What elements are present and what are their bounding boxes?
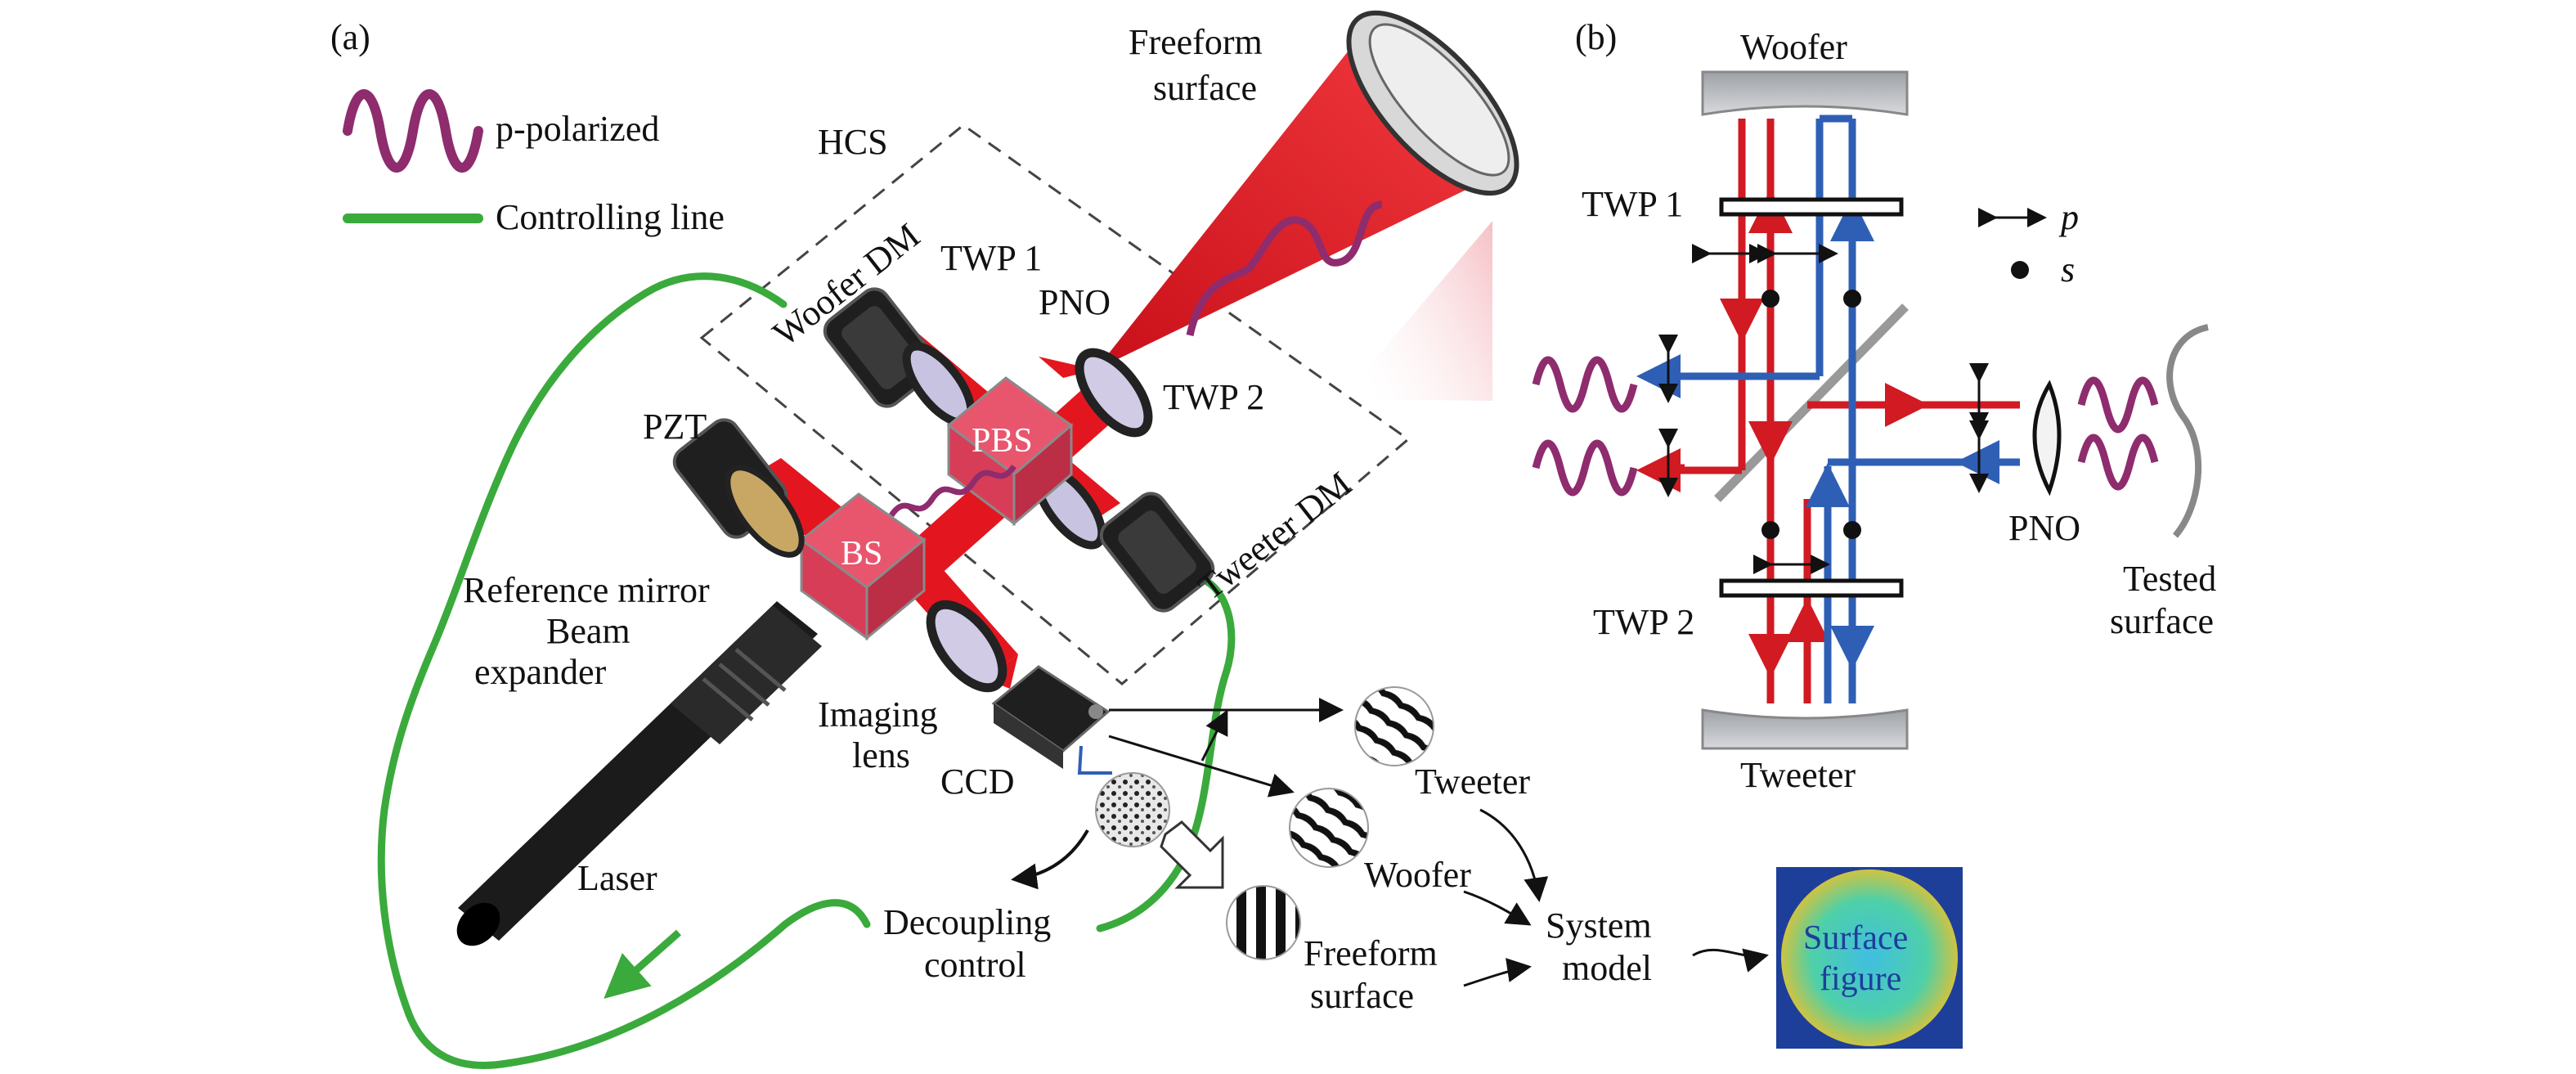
tweeter-dm-label: Tweeter DM (1191, 464, 1359, 608)
laser-and-expander (456, 601, 822, 946)
hcs-label: HCS (818, 122, 888, 162)
s-legend-dot (2011, 261, 2029, 279)
freeform-surface-label-2: surface (1310, 976, 1414, 1016)
p-polarized-wave-icon (343, 89, 483, 173)
p-legend-label: p (2058, 197, 2079, 237)
pzt-component (672, 418, 805, 558)
imaging-lens-component (926, 600, 1008, 693)
internal-p-wave (889, 464, 1016, 518)
panel-b: (b) Woofer Tweeter TWP (1532, 17, 2216, 795)
legend-p-polarized-label: p-polarized (496, 109, 659, 149)
s-dot-3 (1761, 521, 1779, 539)
woofer-label: Woofer (1364, 855, 1471, 895)
arrow-woofer-to-model (1463, 890, 1532, 926)
surface-figure-image: Surface figure (1776, 867, 1963, 1049)
tested-surface-label-2: surface (2110, 601, 2214, 641)
beam-expander-label-1: Beam (546, 611, 631, 651)
s-dot-1 (1761, 290, 1779, 308)
s-dot-4 (1843, 521, 1861, 539)
system-model-label-2: model (1562, 948, 1652, 988)
tweeter-mirror (1701, 708, 1909, 750)
arrow-model-to-figure (1692, 948, 1769, 973)
controlling-line-arrow (604, 929, 681, 999)
tweeter-fringe-image (1354, 686, 1434, 766)
wave-pno-red (2077, 376, 2159, 434)
twp2-plate-label: TWP 2 (1593, 602, 1694, 642)
decoupling-hollow-arrow (1160, 820, 1224, 889)
tweeter-mirror-label: Tweeter (1740, 755, 1856, 795)
twp2-label: TWP 2 (1163, 377, 1264, 417)
pbs-label: PBS (972, 422, 1033, 460)
twp1-plate (1719, 197, 1904, 217)
bs-label: BS (841, 535, 882, 573)
ccd-component (991, 665, 1112, 775)
laser-label: Laser (577, 858, 657, 898)
panel-b-tag: (b) (1575, 17, 1617, 57)
freeform-label-1: Freeform (1129, 22, 1263, 62)
woofer-mirror (1701, 70, 1909, 116)
beam-expander-label-2: expander (474, 652, 607, 692)
freeform-surface-face (1368, 23, 1510, 177)
hcs-dashed-box (699, 124, 1411, 685)
pno-lens-b (2032, 380, 2062, 497)
legend-controlling-line-label: Controlling line (496, 197, 725, 237)
pno-label: PNO (1039, 282, 1111, 322)
s-dot-2 (1843, 290, 1861, 308)
twp2-plate (1719, 578, 1904, 598)
arrow-tweeter-to-model (1479, 808, 1549, 902)
decoupling-label-2: control (924, 945, 1026, 985)
freeform-label-2: surface (1153, 68, 1257, 108)
freeform-fringe-image (1226, 885, 1301, 960)
speckle-fringe-image (1095, 772, 1170, 847)
imaging-lens-label-1: Imaging (818, 694, 938, 735)
imaging-lens-label-2: lens (852, 735, 910, 775)
twp1-plate-label: TWP 1 (1582, 184, 1683, 224)
twp1-label: TWP 1 (940, 238, 1042, 278)
surface-figure-label-1: Surface (1803, 919, 1908, 957)
bs-cube: BS (799, 492, 927, 641)
legend: p-polarized Controlling line (343, 89, 725, 237)
tweeter-dm-component (1099, 492, 1215, 613)
ccd-label: CCD (940, 762, 1014, 802)
system-model-label-1: System (1546, 905, 1652, 946)
s-legend-label: s (2061, 249, 2075, 290)
wave-input-red (1532, 439, 1638, 497)
wave-output-blue (1532, 356, 1638, 413)
controlling-line-woofer (377, 272, 871, 1069)
decoupling-label-1: Decoupling (883, 902, 1051, 942)
tested-surface-curve (2166, 324, 2209, 538)
pno-component (1075, 348, 1153, 438)
reference-mirror-label: Reference mirror (463, 570, 710, 610)
tested-surface-label-1: Tested (2123, 559, 2216, 599)
arrow-ccd-up (1200, 709, 1228, 762)
wave-pno-blue (2077, 434, 2159, 491)
freeform-surface-label-1: Freeform (1304, 933, 1438, 973)
panel-a-tag: (a) (330, 17, 370, 57)
arrow-ccd-to-woofer (1108, 735, 1295, 798)
pno-lens-b-label: PNO (2008, 508, 2080, 548)
freeform-p-wave (1186, 200, 1383, 336)
surface-figure-label-2: figure (1820, 960, 1901, 998)
arrow-freeform-to-model (1463, 958, 1532, 987)
zoom-haze (1341, 221, 1492, 401)
pzt-label: PZT (643, 407, 707, 447)
arrow-speckle-to-decoupling (1011, 829, 1089, 890)
tweeter-label: Tweeter (1415, 762, 1530, 802)
woofer-mirror-label: Woofer (1740, 27, 1847, 67)
woofer-fringe-image (1289, 788, 1369, 868)
panel-a: (a) p-polarized Controlling line HCS Fre… (330, 10, 1963, 1069)
